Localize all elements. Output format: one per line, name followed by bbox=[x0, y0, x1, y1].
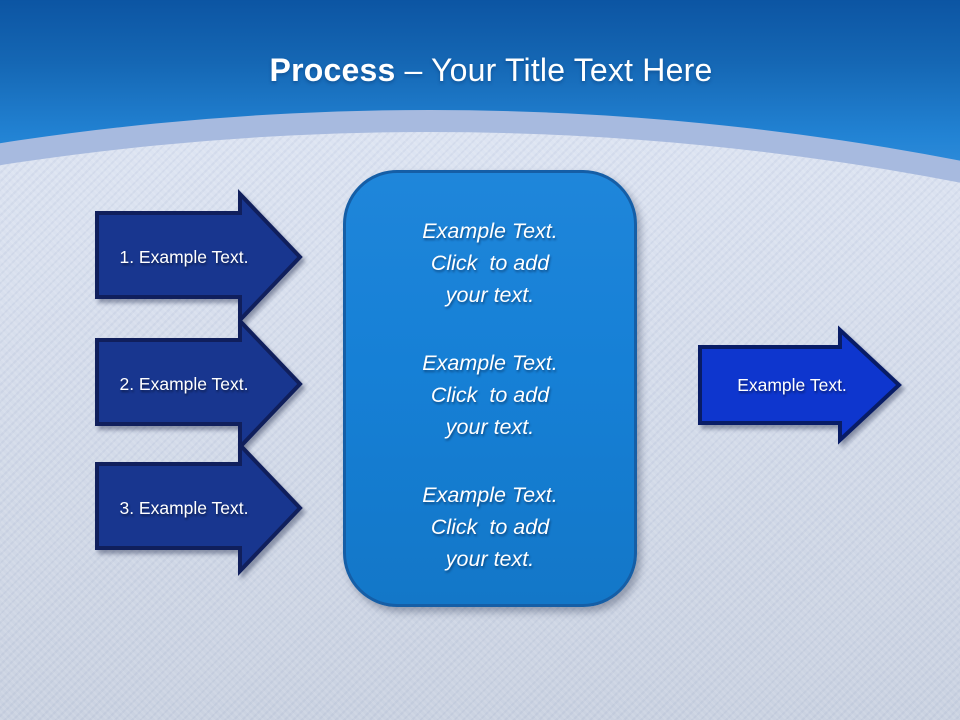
output-arrow-label: Example Text. bbox=[737, 374, 847, 395]
panel-block-3-line-1: Example Text. bbox=[422, 482, 558, 507]
process-step-arrow-3[interactable]: 3. Example Text. bbox=[94, 440, 304, 576]
panel-block-3-line-2: Click to add bbox=[430, 514, 550, 539]
right-pointing-arrow-shape bbox=[95, 316, 303, 452]
center-text-panel[interactable]: Example Text. Click to add your text. Ex… bbox=[343, 170, 637, 607]
panel-block-1-line-2: Click to add bbox=[430, 250, 550, 275]
right-pointing-arrow-shape bbox=[95, 189, 303, 325]
panel-block-2-line-2: Click to add bbox=[430, 382, 550, 407]
panel-block-2-line-3: your text. bbox=[445, 414, 535, 439]
panel-block-1-line-3: your text. bbox=[445, 282, 535, 307]
slide-title-emphasis: Process bbox=[269, 52, 396, 88]
process-step-3-label: 3. Example Text. bbox=[119, 497, 249, 518]
panel-text-block-1[interactable]: Example Text. Click to add your text. bbox=[346, 215, 634, 311]
panel-text-block-2[interactable]: Example Text. Click to add your text. bbox=[346, 347, 634, 443]
panel-block-2-line-1: Example Text. bbox=[422, 350, 558, 375]
right-pointing-arrow-shape bbox=[698, 325, 902, 445]
output-arrow[interactable]: Example Text. bbox=[697, 325, 903, 445]
slide-title[interactable]: Process– Your Title Text Here bbox=[0, 52, 960, 89]
right-pointing-arrow-shape bbox=[95, 440, 303, 576]
process-step-arrow-2[interactable]: 2. Example Text. bbox=[94, 316, 304, 452]
process-step-2-label: 2. Example Text. bbox=[119, 373, 249, 394]
process-step-1-label: 1. Example Text. bbox=[119, 246, 249, 267]
panel-block-1-line-1: Example Text. bbox=[422, 218, 558, 243]
panel-block-3-line-3: your text. bbox=[445, 546, 535, 571]
panel-text-block-3[interactable]: Example Text. Click to add your text. bbox=[346, 479, 634, 575]
process-step-arrow-1[interactable]: 1. Example Text. bbox=[94, 189, 304, 325]
slide-title-rest: – Your Title Text Here bbox=[404, 52, 713, 88]
